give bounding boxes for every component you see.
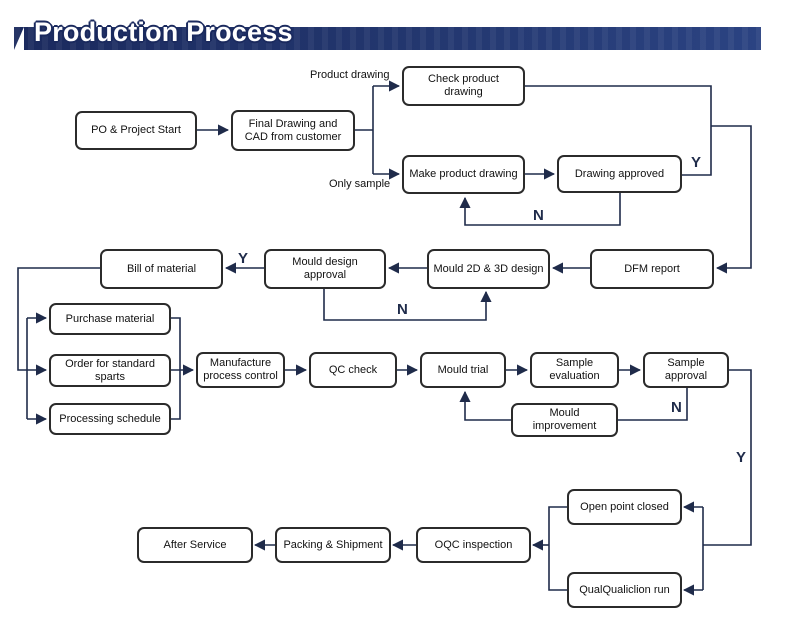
step-qc-check: QC check [309, 352, 397, 388]
page-title: Production Process [34, 17, 293, 47]
step-bill-of-material: Bill of material [100, 249, 223, 289]
product-drawing-label: Product drawing [310, 69, 390, 81]
step-qualification-run: QualQualiclion run [567, 572, 682, 608]
step-final-drawing: Final Drawing and CAD from customer [231, 110, 355, 151]
step-order-standard: Order for standard sparts [49, 354, 171, 387]
mould-yes-label: Y [238, 250, 249, 267]
banner-slash [14, 27, 24, 50]
sample-yes-label: Y [736, 449, 747, 466]
step-mould-improvement: Mould improvement [511, 403, 618, 437]
link-improvement-to-trial [459, 390, 511, 421]
link-approved-no-loop [459, 193, 621, 226]
only-sample-label: Only sample [329, 178, 391, 190]
step-open-point-closed: Open point closed [567, 489, 682, 525]
step-mould-approval: Mould design approval [264, 249, 386, 289]
drawing-yes-label: Y [691, 154, 702, 171]
step-po-start: PO & Project Start [75, 111, 197, 150]
link-to-dfm [711, 125, 752, 274]
link-sample-yes [703, 369, 752, 546]
step-processing-schedule: Processing schedule [49, 403, 171, 435]
step-purchase-material: Purchase material [49, 303, 171, 335]
link-check-right [525, 85, 712, 176]
link-left-bracket-final [548, 506, 567, 591]
link-mould-no-loop [323, 289, 492, 321]
sample-no-label: N [671, 399, 682, 416]
step-mould-trial: Mould trial [420, 352, 506, 388]
title-banner: Production Process [14, 14, 761, 50]
step-dfm-report: DFM report [590, 249, 714, 289]
banner-bar [14, 27, 761, 50]
step-after-service: After Service [137, 527, 253, 563]
step-sample-evaluation: Sample evaluation [530, 352, 619, 388]
step-manufacture-control: Manufacture process control [196, 352, 285, 388]
link-sample-no-loop [618, 388, 688, 421]
link-bom-down [17, 267, 100, 376]
step-mould-design: Mould 2D & 3D design [427, 249, 550, 289]
step-oqc-inspection: OQC inspection [416, 527, 531, 563]
mould-no-label: N [397, 301, 408, 318]
step-drawing-approved: Drawing approved [557, 155, 682, 193]
step-make-drawing: Make product drawing [402, 155, 525, 194]
step-check-drawing: Check product drawing [402, 66, 525, 106]
drawing-no-label: N [533, 207, 544, 224]
step-packing-shipment: Packing & Shipment [275, 527, 391, 563]
link-right-bracket [171, 317, 181, 420]
step-sample-approval: Sample approval [643, 352, 729, 388]
